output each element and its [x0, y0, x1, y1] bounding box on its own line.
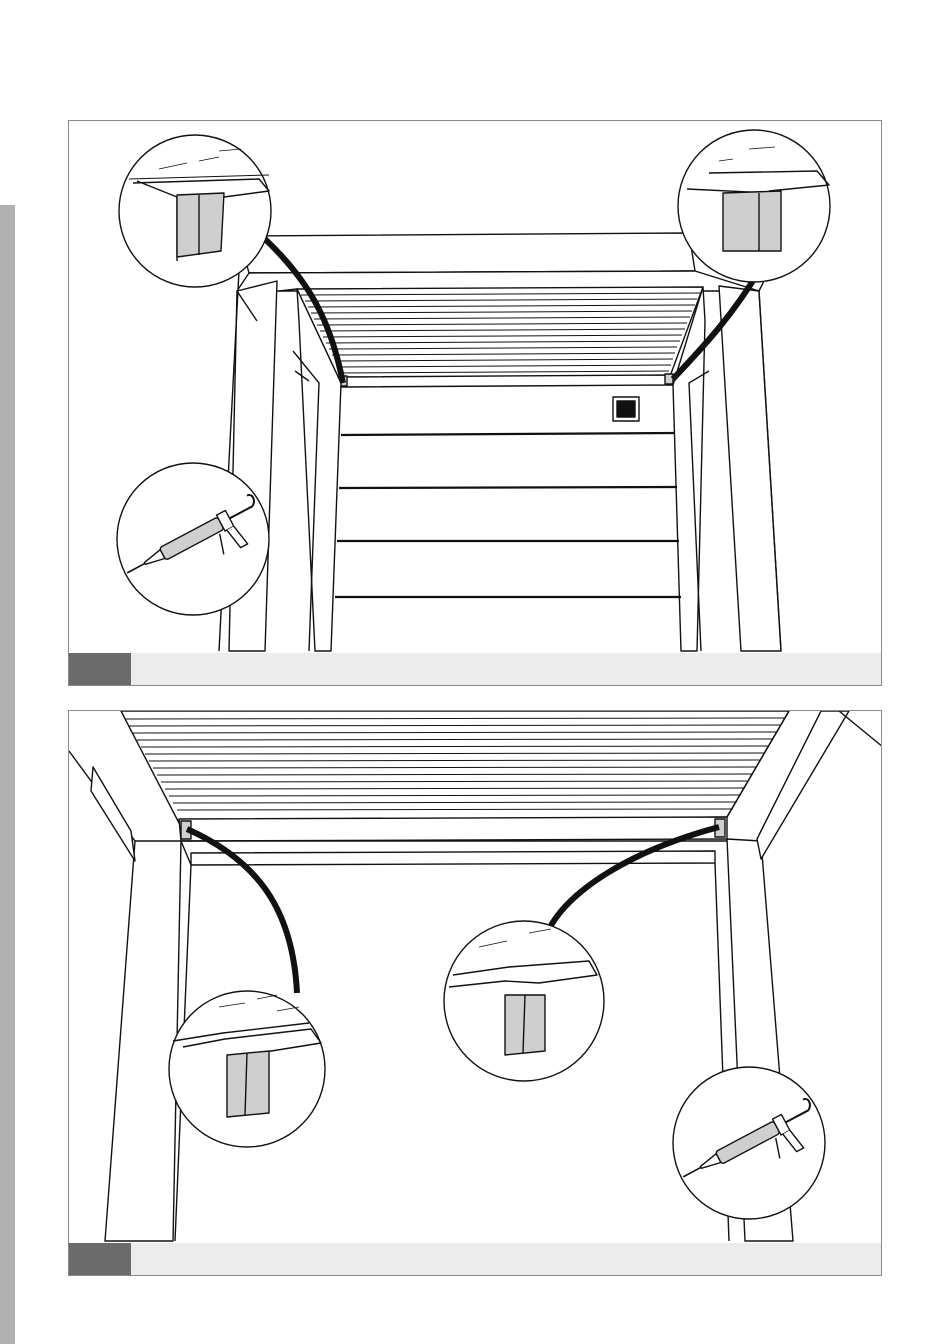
corner-sealant-detail-left: [169, 991, 325, 1147]
leader-line-right: [549, 827, 719, 929]
left-side-beam: [91, 767, 135, 861]
illustration-2: [69, 711, 882, 1276]
step-number-badge-2: [69, 1243, 131, 1275]
panel-1-footer-bar: [69, 653, 881, 685]
corner-sealant-detail-right: [444, 921, 604, 1081]
corner-sealant-detail-left: [119, 135, 271, 287]
left-post: [105, 841, 181, 1241]
roof-front-rail: [339, 375, 673, 387]
back-wall-slats: [335, 433, 681, 597]
top-beam: [239, 233, 695, 273]
caulking-gun-detail: [673, 1067, 827, 1219]
side-tab: [0, 205, 15, 1344]
illustration-panel-2: [68, 710, 882, 1276]
wall-vent-grille: [617, 401, 635, 417]
illustration-panel-1: [68, 120, 882, 686]
illustration-1: [69, 121, 882, 686]
roof-front-rail: [179, 817, 727, 841]
right-post: [719, 286, 781, 651]
corner-sealant-detail-right: [678, 130, 830, 282]
sealant-corner-right: [665, 374, 673, 384]
panel-2-footer-bar: [69, 1243, 881, 1275]
caulking-gun-detail: [117, 463, 271, 615]
step-number-badge-1: [69, 653, 131, 685]
